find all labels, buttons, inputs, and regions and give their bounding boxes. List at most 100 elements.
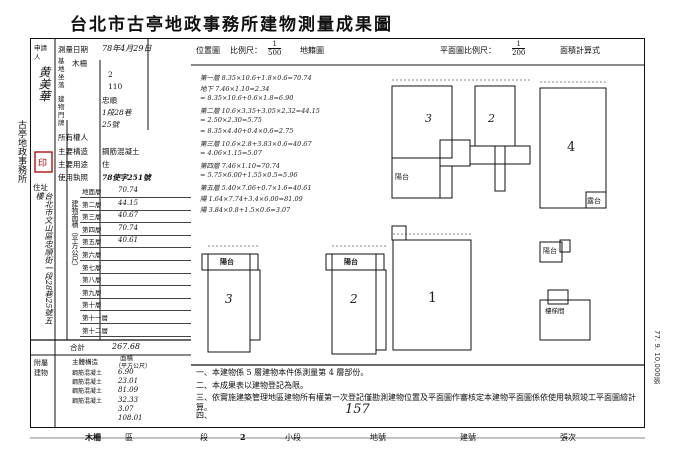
owner-signature: 黄美華	[37, 66, 51, 102]
note-line: 三、依實施建築管理地區建物所有權第一次登記僅勘測建物位置及平面圖作審核定本建物平…	[196, 393, 636, 412]
scale-label: 比例尺：	[230, 46, 262, 55]
door-value: 25號	[102, 120, 120, 129]
balcony-label: 陽台	[395, 173, 409, 181]
document-title: 台北市古亭地政事務所建物測量成果圖	[70, 15, 393, 35]
footer-page-label: 張次	[560, 433, 576, 442]
row-divider	[80, 247, 191, 249]
floor-scale-denominator: 200	[512, 49, 526, 57]
owner-label: 所有權人	[58, 133, 88, 142]
applicant-label: 申請人	[34, 44, 47, 61]
lane-value: 1段28巷	[102, 108, 132, 117]
street-value: 忠順	[102, 96, 117, 105]
attached-area: 6.90	[118, 368, 134, 376]
footer-lot-label: 地號	[370, 433, 386, 442]
calc-line: 第五層 5.40×7.06+0.7×1.6=40.61	[200, 184, 312, 192]
main-use-label: 主要用途	[58, 160, 88, 169]
footer-section-label: 段	[200, 433, 208, 442]
address-label: 建物門牌	[58, 95, 65, 127]
floor-scale-label: 平面圖比例尺：	[440, 46, 496, 55]
attached-area: 23.01	[118, 377, 139, 386]
floor-name: 地面層	[82, 188, 102, 196]
calc-line: 第一層 8.35×10.6+1.8×0.6=70.74	[200, 74, 312, 82]
unit-label: 3	[225, 292, 233, 306]
unit-label: 4	[567, 140, 576, 155]
location-label: 基地坐落	[58, 57, 65, 89]
calc-line: = 4.06×1.15=5.07	[200, 149, 262, 157]
floor-area-label: 建物面積（平方公尺）	[71, 200, 79, 270]
district-value: 木柵	[72, 59, 87, 68]
row-divider	[80, 310, 191, 312]
scale-denominator: 500	[268, 49, 282, 57]
scale-numerator: 1	[268, 40, 282, 49]
print-info-side: 77. 9. 10,000張	[653, 330, 661, 384]
row-divider	[80, 323, 191, 324]
unit-label: 3	[425, 112, 432, 125]
floor-name: 第四層	[82, 225, 102, 234]
floor-name: 第八層	[82, 276, 102, 285]
balcony-label: 陽台	[543, 247, 557, 255]
note-line: 一、本建物係 5 層建物本件係測量第 4 層部份。	[196, 368, 369, 377]
license-value: 78使字251號	[102, 173, 151, 182]
row-divider	[80, 297, 191, 299]
attached-structure-header: 主體構造	[72, 358, 98, 366]
floor-name: 第二層	[82, 200, 102, 209]
calc-line: 陽 3.84×0.8+1.5×0.6=3.07	[200, 206, 291, 214]
calc-line: 陽 1.64×7.74+3.4×6.00=81.09	[200, 195, 303, 203]
seal-stamp: 印	[38, 157, 47, 169]
note-line: 二、本成果表以建物登記為限。	[196, 381, 308, 390]
total-value: 267.68	[112, 342, 140, 351]
footer-district-label: 區	[125, 433, 133, 442]
floor-name: 第七層	[82, 263, 102, 272]
calc-line: = 8.35×4.40+0.4×0.6=2.75	[200, 127, 294, 135]
footer-building-no-label: 建號	[460, 433, 476, 442]
balcony-label: 陽台	[344, 257, 358, 266]
note-line: 四、	[196, 411, 212, 420]
floor-name: 第十一層	[82, 314, 108, 322]
attached-label: 附屬建物	[34, 359, 48, 377]
floor-area: 40.67	[118, 211, 139, 220]
cadastral-map-label: 地籍圖	[300, 46, 324, 55]
footer-section: 2	[240, 432, 246, 442]
attached-area: 108.01	[118, 414, 143, 422]
attached-area-header: 面積	[120, 354, 133, 362]
balcony-label: 陽台	[220, 257, 234, 266]
location-map-label: 位置圖	[196, 46, 220, 55]
calc-line: 第二層 10.6×3.35+3.05×2.32=44.15	[200, 107, 320, 115]
unit-label: 1	[428, 290, 437, 306]
floor-name: 第十二層	[82, 326, 108, 335]
calc-label: 面積計算式	[560, 46, 600, 55]
license-label: 使用執照	[58, 173, 88, 182]
floor-name: 第九層	[82, 288, 102, 297]
document-frame	[30, 38, 645, 428]
attached-area: 3.07	[118, 404, 134, 413]
calc-line: 地下 7.46×1.10=2.34	[200, 85, 270, 93]
row-divider	[80, 222, 191, 224]
attached-unit: （平方公尺）	[115, 363, 152, 370]
floor-name: 第三層	[82, 213, 102, 222]
attached-structure: 鋼筋混凝土	[72, 379, 103, 387]
row-divider	[80, 335, 191, 337]
calc-line: 第四層 7.46×1.10=70.74	[200, 162, 281, 170]
stairwell-label: 樓梯間	[545, 307, 565, 315]
attached-area: 32.33	[118, 395, 139, 404]
section-value: 2	[108, 70, 113, 79]
owner-address-label: 住址	[33, 183, 48, 192]
floor-name: 第十層	[82, 301, 102, 310]
row-divider	[80, 260, 191, 261]
calc-line: = 2.50×2.30=5.75	[200, 116, 262, 124]
survey-date: 78年4月29日	[102, 44, 152, 53]
footer-subsection-label: 小段	[285, 433, 301, 442]
attached-area: 81.09	[118, 386, 139, 395]
row-divider	[80, 272, 191, 274]
floor-area: 40.61	[118, 236, 139, 245]
structure-value: 鋼筋混凝土	[102, 147, 140, 156]
row-divider	[80, 234, 191, 236]
floor-area: 44.15	[118, 198, 139, 207]
unit-label: 2	[488, 112, 495, 125]
floor-area: 70.74	[118, 186, 139, 194]
floor-name: 第五層	[82, 238, 102, 247]
owner-address: 台北市文山區忠順街一段28巷25號五樓	[35, 192, 53, 325]
note-number: 157	[345, 402, 370, 417]
